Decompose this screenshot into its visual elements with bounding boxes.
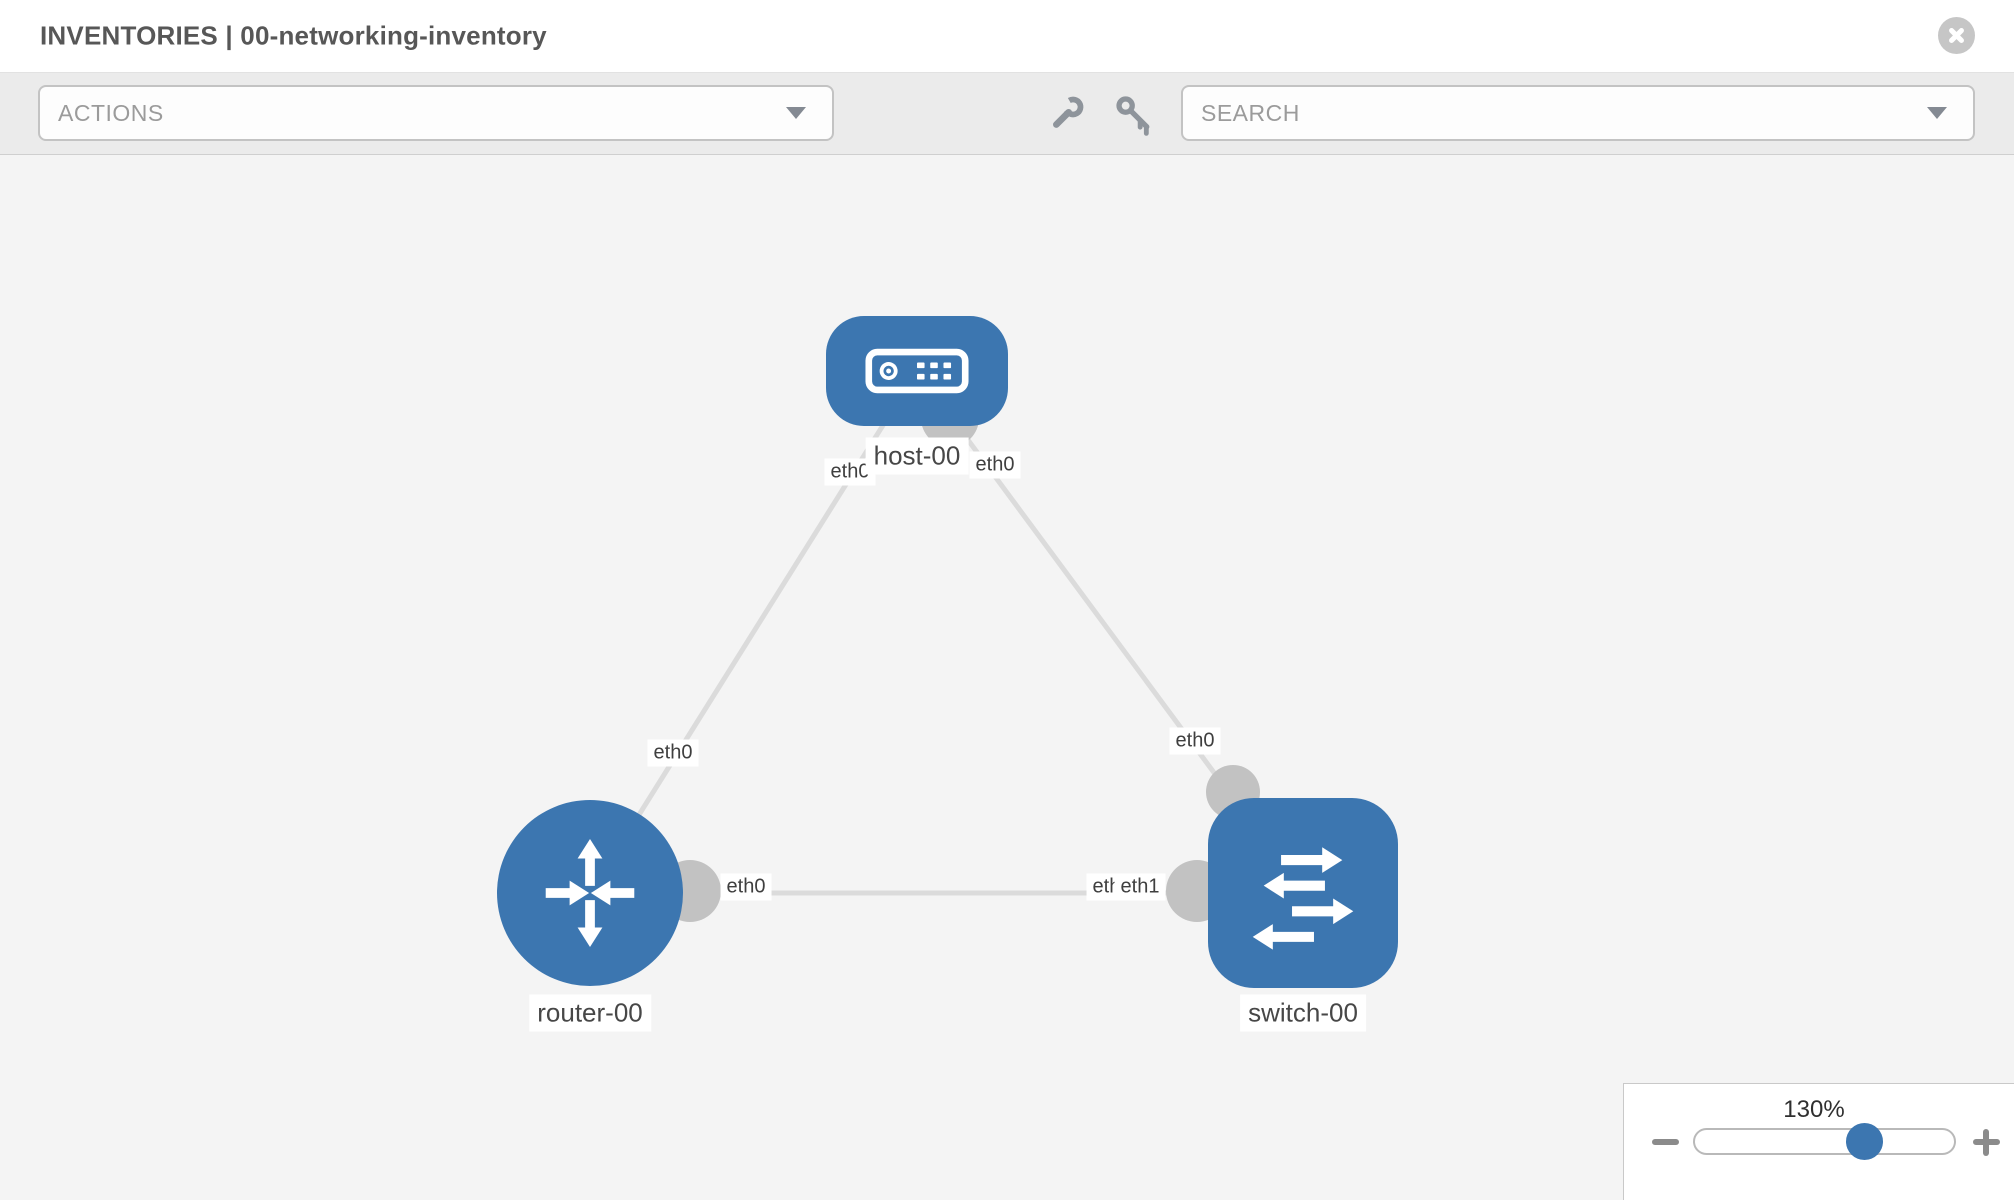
close-icon[interactable] (1938, 17, 1975, 54)
chevron-down-icon (786, 107, 806, 119)
zoom-slider-track[interactable] (1693, 1128, 1956, 1155)
toolbar: ACTIONS SEARCH (0, 72, 2014, 155)
server-icon (865, 348, 969, 394)
chevron-down-icon (1927, 107, 1947, 119)
zoom-out-icon[interactable] (1652, 1139, 1679, 1145)
wrench-head (1062, 96, 1084, 117)
topology-canvas[interactable]: eth0 eth0 eth0 eth0 eth0 eth0 eth1 host-… (0, 155, 2014, 1200)
node-label-switch: switch-00 (1240, 994, 1366, 1032)
header: INVENTORIES | 00-networking-inventory (0, 0, 2014, 72)
iface-label-switch-eth1: eth1 (1114, 873, 1166, 901)
key-icon[interactable] (1112, 92, 1156, 136)
iface-label-router-link: eth0 (647, 739, 699, 767)
key-shaft (1127, 107, 1150, 129)
page-title: INVENTORIES | 00-networking-inventory (40, 20, 547, 51)
link-host-router (587, 369, 920, 895)
node-router-00[interactable] (497, 800, 683, 986)
zoom-slider-handle[interactable] (1846, 1123, 1883, 1160)
iface-label-switch-top: eth0 (1169, 727, 1221, 755)
actions-dropdown[interactable]: ACTIONS (38, 85, 834, 141)
iface-label-router-right: eth0 (720, 873, 772, 901)
key-head (1116, 95, 1135, 115)
router-icon (545, 838, 635, 948)
zoom-in-icon[interactable] (1973, 1129, 2000, 1156)
plus-icon-bar (1983, 1129, 1989, 1156)
search-placeholder: SEARCH (1201, 99, 1300, 126)
switch-icon (1252, 847, 1354, 950)
wrench-icon[interactable] (1044, 92, 1088, 136)
node-label-host: host-00 (865, 437, 969, 475)
search-input[interactable]: SEARCH (1181, 85, 1975, 141)
iface-label-host-right: eth0 (969, 451, 1021, 479)
links-layer (587, 369, 1306, 922)
node-host-00[interactable] (826, 316, 1008, 426)
actions-placeholder: ACTIONS (58, 99, 164, 126)
zoom-level-value: 130% (1783, 1096, 1845, 1123)
key-teeth (1137, 118, 1149, 136)
zoom-panel: 130% (1623, 1083, 2014, 1200)
node-label-router: router-00 (529, 994, 651, 1032)
node-switch-00[interactable] (1208, 798, 1398, 988)
